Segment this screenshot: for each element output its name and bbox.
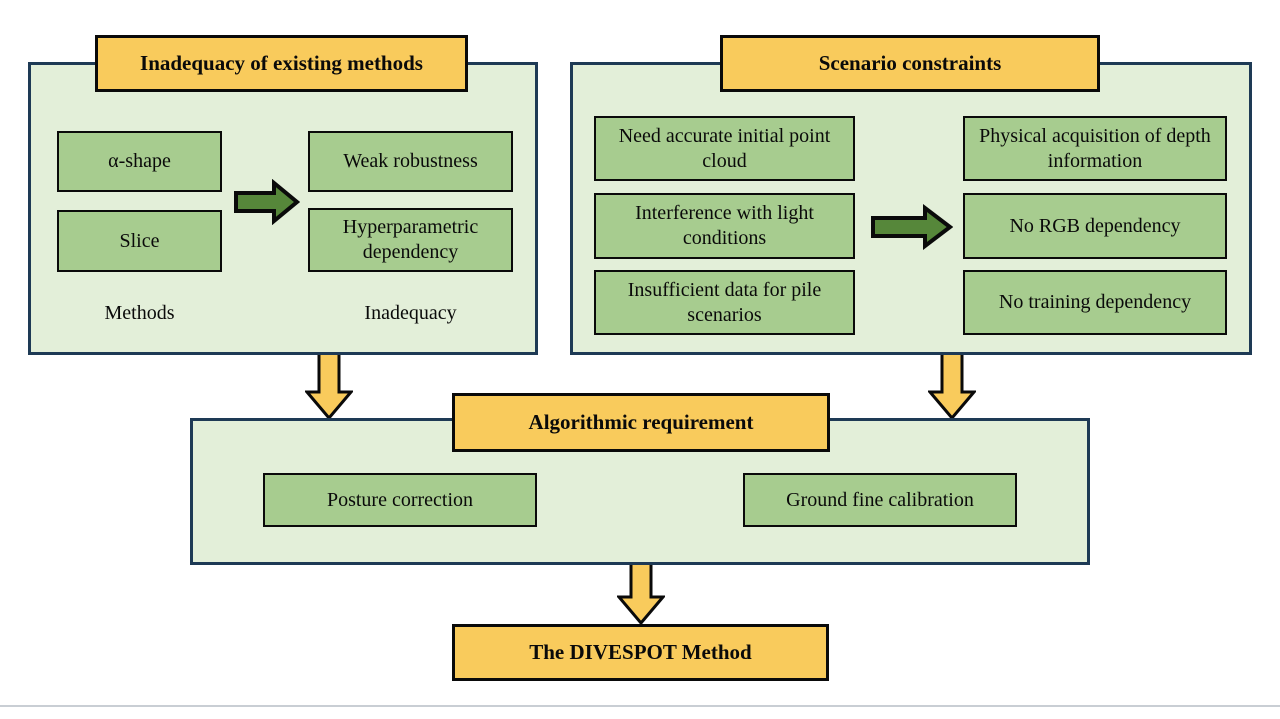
- down-arrow-icon: [928, 348, 976, 420]
- method-box-alpha-shape: α-shape: [57, 131, 222, 192]
- inadequacy-box-weak-robustness: Weak robustness: [308, 131, 513, 192]
- constraint-box-initial-point-cloud: Need accurate initial point cloud: [594, 116, 855, 181]
- panel-title-inadequacy: Inadequacy of existing methods: [95, 35, 468, 92]
- requirement-box-ground-fine-calibration: Ground fine calibration: [743, 473, 1017, 527]
- final-box-divespot-method: The DIVESPOT Method: [452, 624, 829, 681]
- requirement-box-posture-correction: Posture correction: [263, 473, 537, 527]
- right-arrow-icon: [234, 179, 300, 225]
- implication-box-depth-information: Physical acquisition of depth informatio…: [963, 116, 1227, 181]
- constraint-box-light-conditions: Interference with light conditions: [594, 193, 855, 259]
- panel-title-algorithmic-requirement: Algorithmic requirement: [452, 393, 830, 452]
- inadequacy-box-hyperparametric-dependency: Hyperparametric dependency: [308, 208, 513, 272]
- method-box-slice: Slice: [57, 210, 222, 272]
- right-arrow-icon: [871, 204, 953, 250]
- panel-title-scenario-constraints: Scenario constraints: [720, 35, 1100, 92]
- caption-inadequacy: Inadequacy: [364, 302, 457, 324]
- caption-methods: Methods: [104, 302, 175, 324]
- implication-box-no-rgb-dependency: No RGB dependency: [963, 193, 1227, 259]
- down-arrow-icon: [305, 348, 353, 420]
- bottom-divider-line: [0, 705, 1280, 707]
- implication-box-no-training-dependency: No training dependency: [963, 270, 1227, 335]
- constraint-box-pile-scenarios: Insufficient data for pile scenarios: [594, 270, 855, 335]
